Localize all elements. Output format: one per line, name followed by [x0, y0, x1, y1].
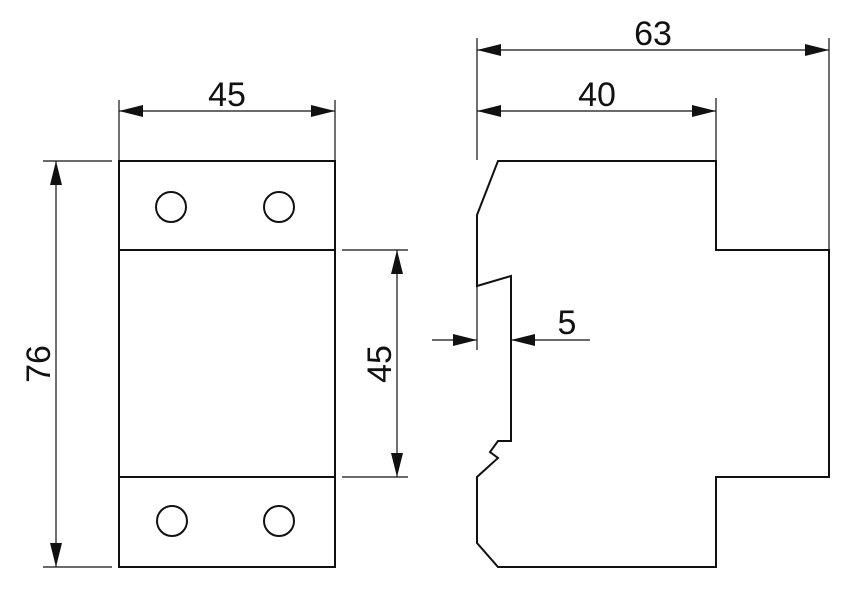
arrowhead-left	[477, 105, 501, 117]
dimension-side-total-depth: 63	[476, 15, 830, 250]
dimension-front-width: 45	[118, 76, 336, 160]
arrowhead-down	[50, 543, 62, 567]
arrowhead-right	[311, 105, 335, 117]
terminal-screw-bottom-left	[156, 505, 188, 537]
front-width-label: 45	[208, 76, 246, 114]
arrowhead-up	[50, 161, 62, 185]
arrowhead-right	[453, 334, 477, 346]
arrowhead-left	[119, 105, 143, 117]
dimension-side-front-depth: 40	[477, 76, 717, 160]
side-view	[476, 160, 830, 568]
arrowhead-down	[391, 453, 403, 477]
front-window-height-label: 45	[361, 345, 399, 383]
side-view-outline	[476, 160, 830, 568]
rail-offset-label: 5	[558, 304, 577, 342]
dimension-rail-offset: 5	[432, 276, 590, 350]
arrowhead-left	[511, 334, 535, 346]
arrowhead-right	[805, 44, 829, 56]
terminal-screw-top-right	[263, 191, 295, 223]
arrowhead-up	[391, 250, 403, 274]
front-height-label: 76	[20, 345, 58, 383]
arrowhead-right	[692, 105, 716, 117]
front-view-outline	[118, 160, 336, 568]
dimension-front-window-height: 45	[342, 249, 408, 478]
side-front-depth-label: 40	[578, 76, 616, 114]
side-total-depth-label: 63	[634, 15, 672, 53]
terminal-screw-top-left	[155, 191, 187, 223]
dimension-front-height: 76	[20, 160, 112, 568]
arrowhead-left	[477, 44, 501, 56]
terminal-screw-bottom-right	[263, 505, 295, 537]
front-view	[118, 160, 336, 568]
